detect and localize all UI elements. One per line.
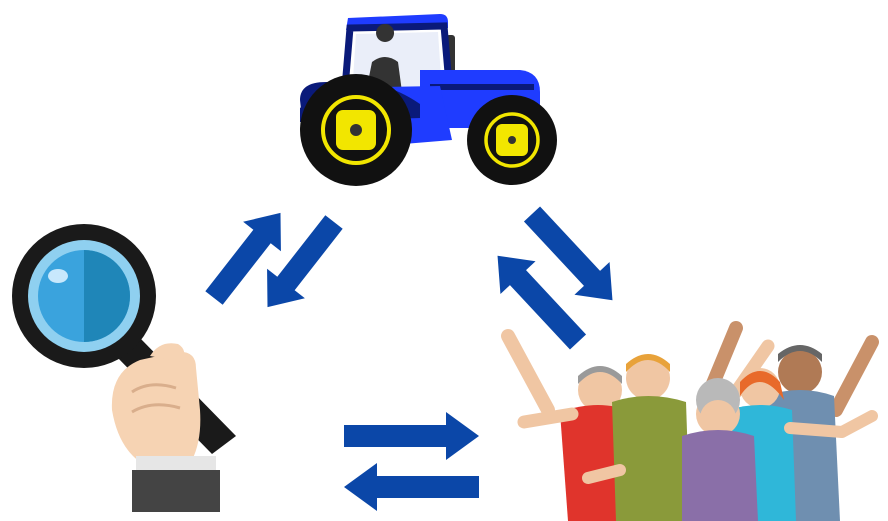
arrow-community-to-research [344,463,479,511]
arrow-community-to-tractor [497,255,587,350]
tractor-icon [300,14,557,186]
arrow-tractor-to-community [523,206,613,301]
arrow-research-to-tractor [205,212,281,305]
arrow-research-to-community [344,412,479,460]
magnifying-glass-icon [12,224,236,512]
arrow-tractor-to-research [267,215,343,308]
cheering-people-icon [501,321,879,521]
